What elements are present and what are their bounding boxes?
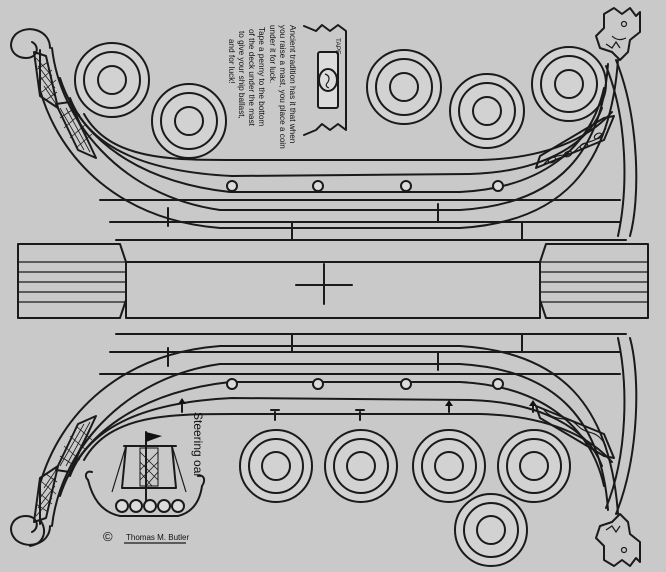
- shield: [239, 429, 313, 503]
- instruction-line-3: under it for luck.: [268, 25, 277, 83]
- coin-tape: TAPE: [303, 24, 347, 136]
- shield: [454, 493, 528, 567]
- steering-oar-label: Steering oar: [191, 412, 205, 477]
- copyright-author: Thomas M. Butler: [126, 533, 189, 542]
- deck-and-oars: [17, 243, 649, 319]
- instruction-line-5: of the deck under the mast: [247, 29, 256, 127]
- shield: [324, 429, 398, 503]
- ship-illustration-icon: [84, 431, 206, 517]
- upper-hull: [10, 7, 641, 241]
- dragon-head-icon: [595, 513, 641, 567]
- instruction-line-6: to give your ship ballast,: [237, 31, 246, 119]
- lower-hull: [10, 333, 638, 546]
- instruction-line-4: Tape a penny to the bottom: [257, 27, 266, 126]
- coin-tape-label: TAPE: [334, 38, 341, 55]
- shield: [151, 83, 227, 159]
- shield: [531, 46, 607, 122]
- instruction-line-1: Ancient tradition has it that when: [288, 25, 297, 144]
- shield: [497, 429, 571, 503]
- instruction-line-2: you raise a mast, you place a coin: [278, 25, 287, 149]
- copyright-symbol: ©: [103, 529, 113, 544]
- shield: [449, 73, 525, 149]
- bottom-shields: [239, 429, 571, 567]
- shield: [74, 42, 150, 118]
- tab-markers: [178, 398, 537, 421]
- shield: [366, 49, 442, 125]
- top-shields: [74, 42, 607, 159]
- instructions-text: Ancient tradition has it that when you r…: [227, 25, 297, 149]
- bow-curl-icon: [29, 519, 46, 547]
- shield: [412, 429, 486, 503]
- copyright-notice: © Thomas M. Butler: [103, 529, 189, 544]
- instruction-line-7: and for luck!: [227, 39, 236, 84]
